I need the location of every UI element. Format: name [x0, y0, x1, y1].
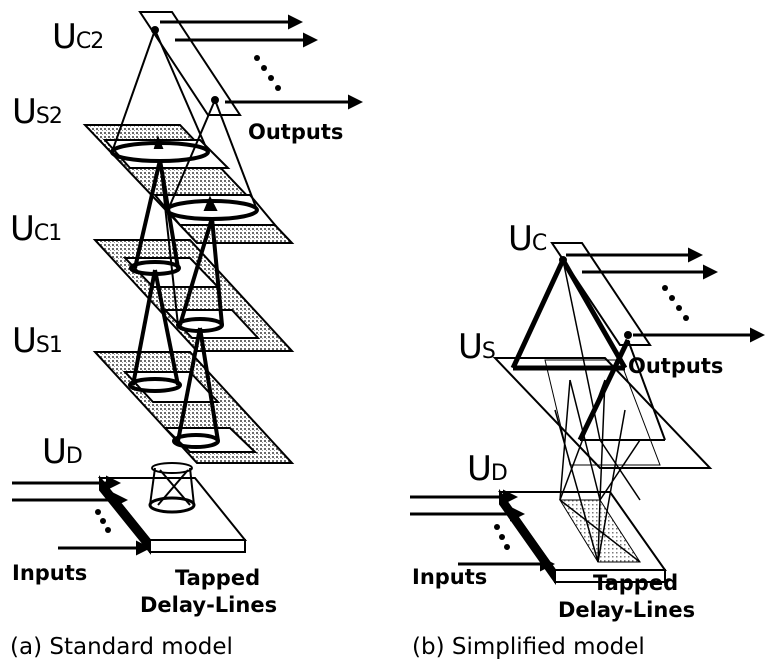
layer-ud-slab: [97, 462, 248, 555]
connection-cones-b: [510, 256, 666, 442]
label-ud-a-sub: D: [65, 444, 83, 469]
layer-us1-plane: [92, 351, 295, 464]
label-ud-a-main: U: [42, 432, 67, 472]
output-arrows-a: [160, 14, 363, 110]
tdl-line2-a: Delay-Lines: [140, 593, 278, 618]
tapped-delay-lines-label-b: Tapped Delay-Lines: [558, 570, 695, 625]
panel-a-standard-model: [12, 11, 363, 556]
outputs-label-a: Outputs: [248, 120, 344, 144]
caption-a: (a) Standard model: [10, 634, 233, 660]
label-uc: UC: [508, 219, 547, 259]
caption-b: (b) Simplified model: [412, 634, 645, 660]
label-uc1: UC1: [10, 209, 62, 249]
label-us-sub: S: [481, 339, 496, 364]
input-arrows-b: [410, 489, 555, 572]
tapped-delay-lines-label-a: Tapped Delay-Lines: [140, 565, 277, 620]
connection-cones-top: [111, 26, 258, 211]
inputs-label-b: Inputs: [412, 565, 488, 589]
label-ud-b: UD: [467, 449, 508, 489]
label-ud-a: UD: [42, 432, 83, 472]
connection-cones-lower: [131, 269, 220, 442]
label-us1-sub: S1: [35, 333, 63, 358]
layer-uc-plane: [550, 242, 652, 346]
label-uc2-main: U: [52, 17, 77, 57]
layer-uc2-plane: [138, 11, 242, 116]
label-us-main: U: [458, 327, 483, 367]
input-arrows-a: [12, 475, 151, 556]
label-ud-b-sub: D: [490, 461, 508, 486]
label-uc1-main: U: [10, 209, 35, 249]
label-us2-main: U: [12, 92, 37, 132]
label-ud-b-main: U: [467, 449, 492, 489]
label-us: US: [458, 327, 496, 367]
layer-uc1-plane: [92, 239, 295, 352]
panel-b-simplified-model: [410, 242, 765, 586]
label-us2-sub: S2: [35, 104, 63, 129]
tdl-line2-b: Delay-Lines: [558, 598, 696, 623]
inputs-label-a: Inputs: [12, 561, 88, 585]
label-us1: US1: [12, 321, 63, 361]
label-uc2: UC2: [52, 17, 104, 57]
label-us2: US2: [12, 92, 63, 132]
output-arrows-b: [566, 247, 765, 343]
label-uc1-sub: C1: [33, 221, 62, 246]
label-uc-main: U: [508, 219, 533, 259]
label-uc-sub: C: [531, 231, 547, 256]
outputs-label-b: Outputs: [628, 354, 724, 378]
tdl-line1-a: Tapped: [174, 566, 261, 590]
label-uc2-sub: C2: [75, 29, 104, 54]
connection-cones-middle: [133, 159, 224, 326]
tdl-line1-b: Tapped: [592, 571, 679, 595]
label-us1-main: U: [12, 321, 37, 361]
